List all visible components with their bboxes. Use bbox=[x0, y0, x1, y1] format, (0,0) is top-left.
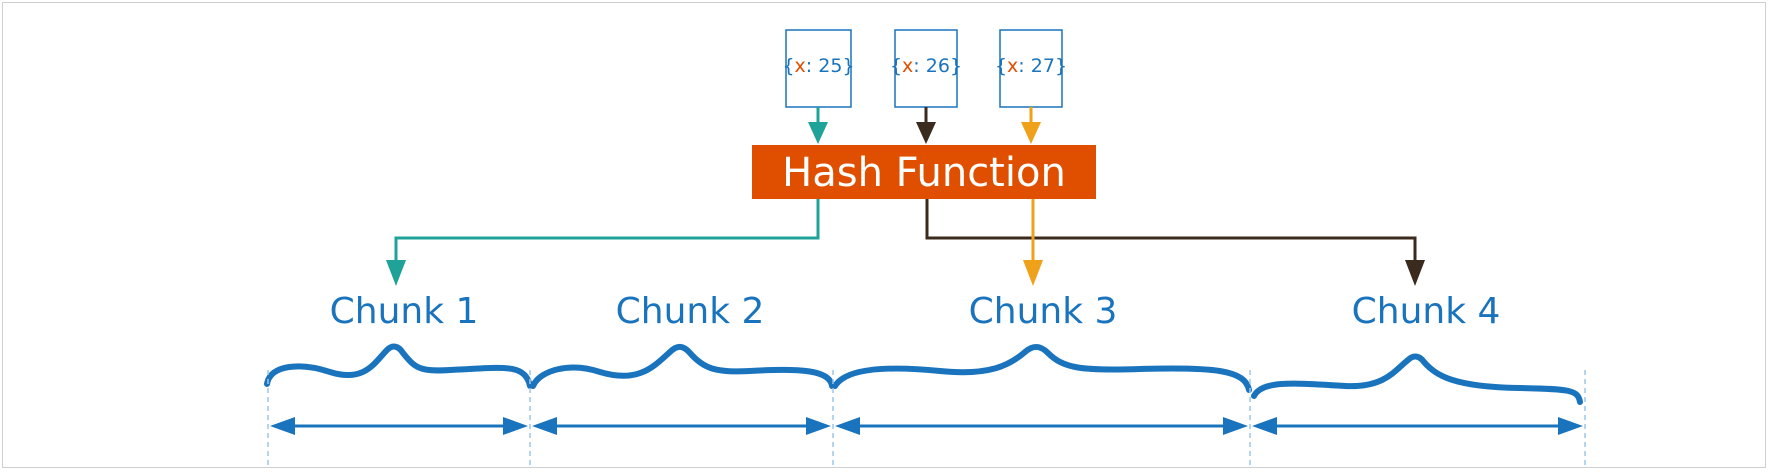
key-to-hash-arrow-25 bbox=[808, 107, 828, 144]
key-label-27: {x: 27} bbox=[995, 55, 1067, 77]
key-to-hash-arrow-26 bbox=[916, 107, 936, 144]
range-arrow-4 bbox=[1252, 417, 1583, 435]
range-arrow-3 bbox=[835, 417, 1248, 435]
key-box-25: {x: 25} bbox=[782, 29, 855, 108]
chunk-label-1: Chunk 1 bbox=[330, 291, 479, 332]
range-arrow-1 bbox=[270, 417, 528, 435]
route-to-chunk-1 bbox=[386, 199, 820, 286]
route-to-chunk-3 bbox=[1023, 199, 1043, 286]
chunk-brace-2 bbox=[530, 343, 835, 389]
key-label-25: {x: 25} bbox=[782, 55, 854, 77]
key-to-hash-arrow-27 bbox=[1021, 107, 1041, 144]
key-box-26: {x: 26} bbox=[890, 29, 962, 108]
hash-function-label: Hash Function bbox=[782, 150, 1066, 196]
route-to-chunk-4 bbox=[925, 199, 1425, 286]
chunk-label-3: Chunk 3 bbox=[969, 291, 1118, 332]
chunk-brace-4 bbox=[1251, 353, 1583, 405]
key-box-27: {x: 27} bbox=[995, 29, 1067, 108]
chunk-label-2: Chunk 2 bbox=[616, 291, 765, 332]
chunk-brace-1 bbox=[264, 343, 533, 389]
chunk-label-4: Chunk 4 bbox=[1352, 291, 1501, 332]
chunk-boundaries bbox=[267, 370, 1586, 468]
key-label-26: {x: 26} bbox=[890, 55, 962, 77]
range-arrow-2 bbox=[532, 417, 831, 435]
chunk-brace-3 bbox=[832, 343, 1252, 393]
hash-function-box: Hash Function bbox=[752, 145, 1096, 199]
